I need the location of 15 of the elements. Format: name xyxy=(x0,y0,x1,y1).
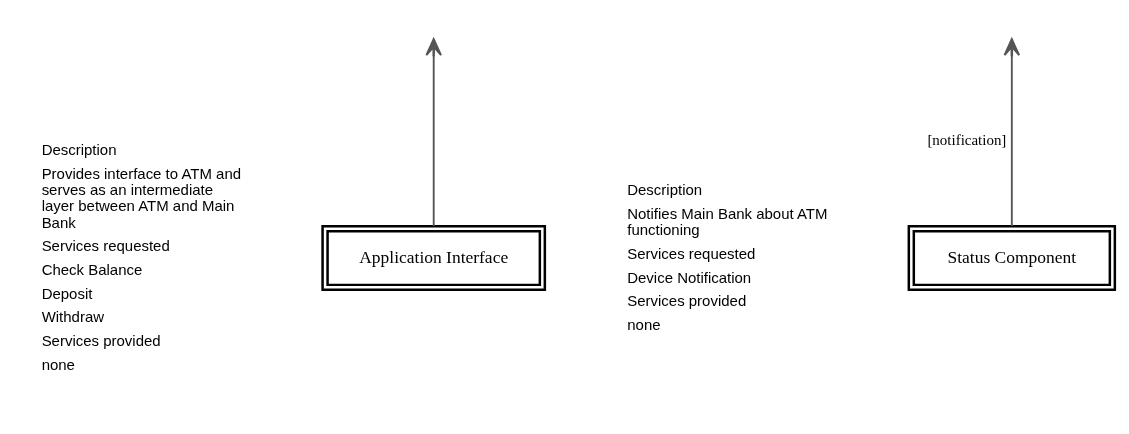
node-label: Check Balance xyxy=(41,261,143,279)
node-label: Services requested xyxy=(41,237,170,255)
node-label: Device Notification xyxy=(627,268,752,286)
node-label: Services provided xyxy=(41,332,161,350)
node-label: Deposit xyxy=(41,284,93,302)
node-label: Services requested xyxy=(627,244,756,262)
node-label: Notifies Main Bank about ATM functioning xyxy=(627,204,828,239)
node-label: none xyxy=(41,355,75,373)
node-label: Provides interface to ATM and serves as an intermediate layer between ATM and Main Bank xyxy=(41,164,242,231)
edge-label: [notification] xyxy=(927,131,1007,148)
node-label: none xyxy=(627,315,661,333)
node-label: Withdraw xyxy=(41,308,105,326)
node-label: Services provided xyxy=(627,292,747,310)
node-label: Description xyxy=(41,141,117,159)
node-label: Description xyxy=(627,181,703,199)
